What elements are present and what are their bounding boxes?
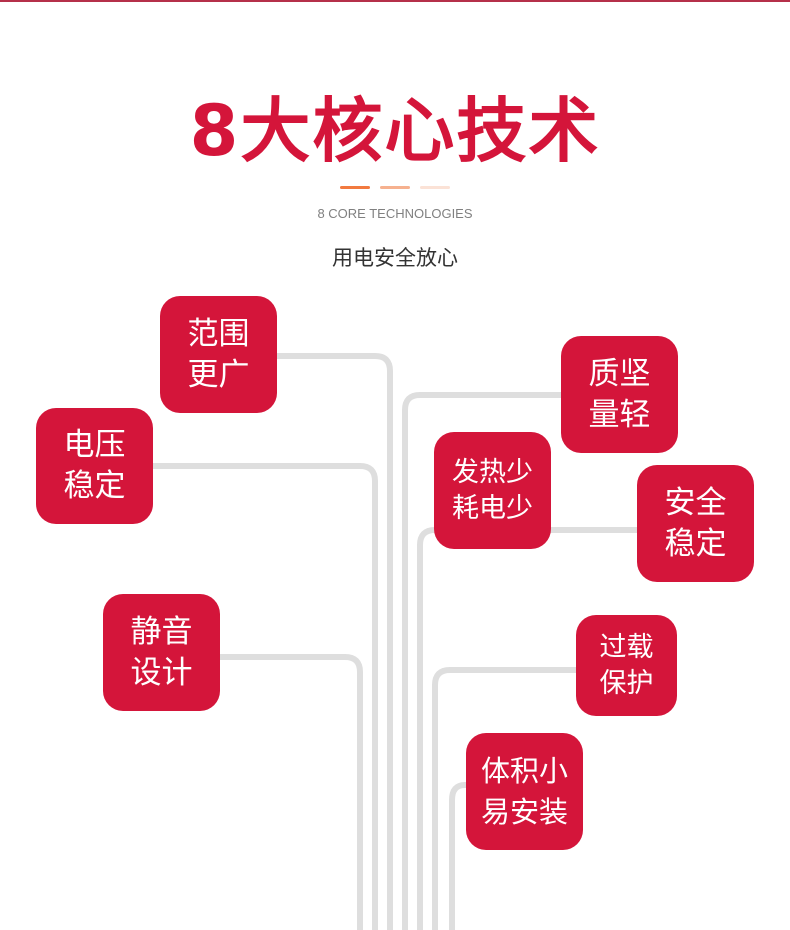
title-dash-2 [380, 186, 410, 189]
feature-text: 安全 [664, 484, 727, 521]
connector-line [267, 353, 393, 930]
feature-text: 量轻 [588, 396, 651, 433]
connector-line [432, 667, 583, 930]
subtitle-chinese: 用电安全放心 [332, 246, 458, 270]
feature-text: 质坚 [588, 355, 651, 392]
feature-badge-low-heat: 发热少耗电少 [434, 432, 551, 549]
feature-badge-overload: 过载保护 [576, 615, 677, 716]
feature-text: 易安装 [480, 794, 568, 829]
title-dash-1 [340, 186, 370, 189]
feature-text: 过载 [599, 631, 654, 663]
feature-text: 体积小 [480, 753, 568, 788]
subtitle-english: 8 CORE TECHNOLOGIES [317, 206, 473, 221]
page-title: 8大核心技术 [189, 90, 601, 172]
connector-line [449, 782, 473, 930]
feature-badge-silent: 静音设计 [103, 594, 220, 711]
feature-text: 发热少 [452, 456, 533, 488]
feature-text: 静音 [130, 613, 193, 650]
feature-text: 稳定 [664, 525, 727, 562]
connector-line [402, 392, 568, 930]
feature-text: 耗电少 [452, 492, 533, 524]
title-dash-3 [420, 186, 450, 189]
feature-badge-compact: 体积小易安装 [466, 733, 583, 850]
feature-text: 保护 [599, 667, 654, 699]
feature-badge-voltage: 电压稳定 [36, 408, 153, 524]
feature-text: 更广 [187, 356, 250, 393]
feature-badge-range: 范围更广 [160, 296, 277, 413]
feature-text: 稳定 [63, 468, 126, 504]
top-border [0, 0, 790, 2]
feature-text: 电压 [63, 427, 126, 463]
connector-line [147, 463, 378, 930]
feature-badge-light: 质坚量轻 [561, 336, 678, 453]
feature-badge-safe: 安全稳定 [637, 465, 754, 582]
feature-text: 范围 [187, 315, 250, 352]
feature-text: 设计 [130, 654, 193, 691]
connector-line [212, 654, 363, 930]
